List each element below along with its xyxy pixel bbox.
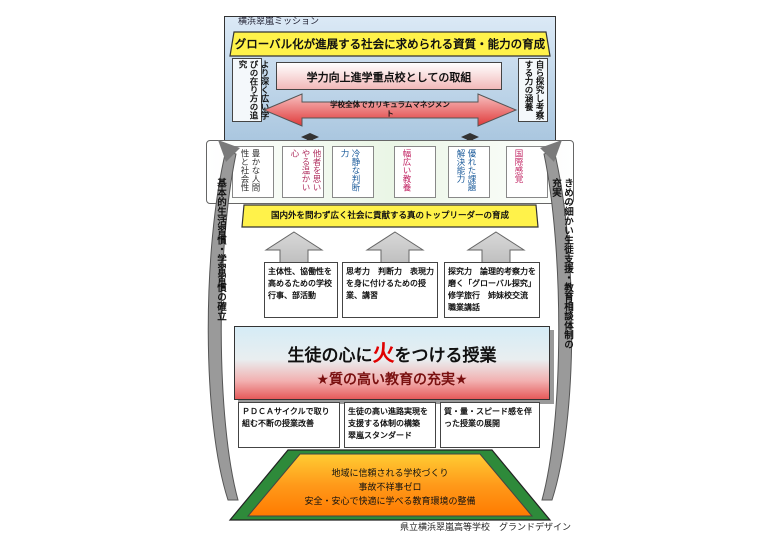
quality-card (448, 146, 490, 198)
focus-title: 学力向上進学重点校としての取組 (306, 71, 472, 84)
quality-text: 幅広い教養 (401, 149, 411, 192)
base-line-2: 事故不祥事ゼロ (358, 483, 422, 493)
quality-text: 冷静な判断力 (339, 149, 360, 192)
mission-left-box (232, 58, 262, 122)
foundation-text: ＰＤＣＡサイクルで取り組む不断の授業改善 (242, 407, 330, 428)
right-support-arrow (540, 140, 573, 501)
quality-text: 国際感覚 (513, 149, 523, 183)
core-block (234, 326, 550, 400)
quality-card (506, 146, 548, 198)
foundation-card (440, 402, 540, 448)
mission-right-vertical: 自ら探究し考察する力の涵養 (523, 60, 544, 120)
core-title-before: 生徒の心に (287, 346, 373, 366)
left-support-text: 基本的生活習慣・学習習慣の確立 (215, 178, 226, 321)
quality-card (282, 146, 324, 198)
mission-right-box (518, 58, 548, 122)
mission-banner-shape (229, 31, 551, 57)
foundation-card (238, 402, 340, 448)
pillar-arrows (264, 231, 526, 266)
foundation-text: 質・量・スピード感を伴った授業の展開 (444, 407, 532, 428)
right-support-text: きめの細かい生徒支援・教育相談体制の充実 (550, 178, 573, 349)
quality-card (332, 146, 374, 198)
core-title: 生徒の心に火をつける授業 (234, 336, 550, 368)
pillar-card (264, 262, 338, 318)
quality-text: 豊かな人間性と社会性 (239, 149, 260, 192)
curriculum-arrow (262, 93, 518, 127)
mortarboard-icon (460, 128, 480, 143)
mission-left-vertical: より深く広い学びの在り方の追究 (237, 60, 269, 120)
pillar-card (444, 262, 540, 318)
quality-card (232, 146, 274, 198)
foundation-card (344, 402, 436, 448)
core-subtitle: ★質の高い教育の充実★ (316, 372, 468, 388)
mission-label: 横浜翠嵐ミッション (238, 17, 320, 27)
leader-banner-text: 国内外を問わず広く社会に貢献する真のトップリーダーの育成 (270, 211, 509, 221)
quality-text: 優れた課題解決能力 (455, 149, 476, 192)
pillar-text: 思考力 判断力 表現力を身に付けるための授業、講習 (346, 267, 434, 300)
base-trapezoid (228, 449, 552, 521)
left-support-arrow (207, 140, 240, 501)
leader-banner-shape (241, 204, 539, 228)
base-line-1: 地域に信頼される学校づくり (331, 469, 449, 479)
curriculum-label: 学校全体でカリキュラムマネジメント (330, 100, 450, 118)
pillar-text: 主体性、協働性を高めるための学校行事、部活動 (268, 267, 332, 300)
pillar-card (342, 262, 438, 318)
pillar-text: 探究力 論理的考察力を磨く「グローバル探究」修学旅行 姉妹校交流 職業講話 (448, 267, 536, 312)
caption: 県立横浜翠嵐高等学校 グランドデザイン (400, 523, 572, 533)
mortarboard-icon (300, 128, 320, 143)
quality-text: 他者を思いやる温かい心 (289, 149, 321, 192)
quality-card (394, 146, 436, 198)
core-title-after: をつける授業 (394, 346, 497, 366)
base-line-3: 安全・安心で快適に学べる教育環境の整備 (304, 497, 476, 507)
foundation-text: 生徒の高い進路実現を支援する体制の構築 翠嵐スタンダード (348, 407, 428, 440)
mission-banner-text: グローバル化が進展する社会に求められる資質・能力の育成 (234, 37, 546, 51)
focus-title-box (276, 62, 502, 90)
core-title-fire: 火 (372, 342, 395, 367)
